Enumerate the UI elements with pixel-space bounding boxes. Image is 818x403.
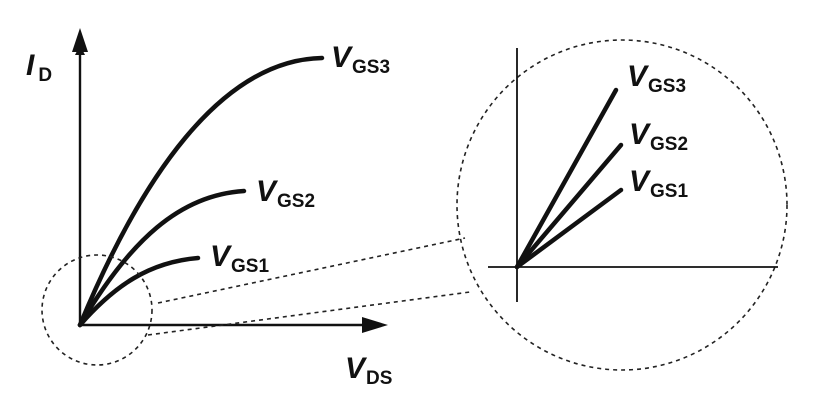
zoom-line-vgs3	[514, 87, 619, 270]
curve-vgs1	[77, 255, 201, 328]
zoom-line-vgs2	[514, 142, 624, 270]
x-axis-arrowhead	[362, 317, 388, 333]
label-vgs3: VGS3	[331, 41, 390, 78]
zoom-circle	[456, 39, 788, 371]
zoom-label-vgs1: VGS1	[629, 165, 688, 202]
label-vgs2: VGS2	[256, 175, 315, 212]
zoom-line-vgs1	[514, 187, 624, 270]
zoom-connector-lower	[147, 291, 471, 336]
label-vgs1: VGS1	[210, 240, 269, 277]
origin-highlight-circle	[41, 254, 153, 366]
zoom-label-vgs3: VGS3	[627, 60, 686, 97]
zoom-label-vgs2: VGS2	[629, 118, 688, 155]
curve-vgs2	[77, 188, 247, 328]
zoom-connector-upper	[157, 237, 466, 304]
y-axis-arrowhead	[72, 28, 88, 52]
x-axis-label: VDS	[345, 352, 392, 389]
curve-vgs3	[77, 55, 325, 328]
